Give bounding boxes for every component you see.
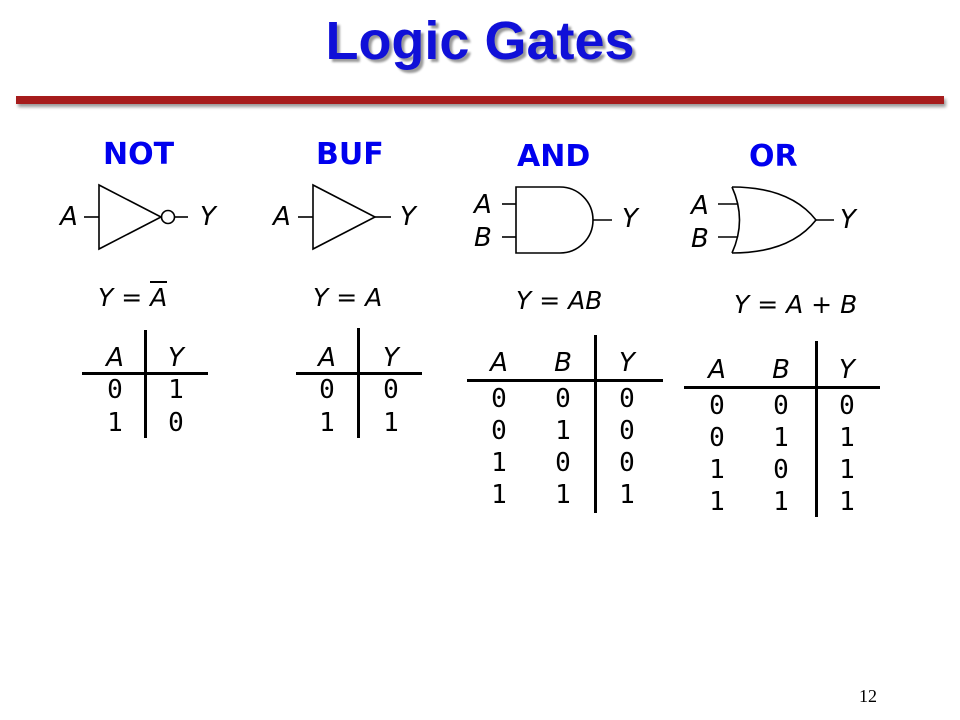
table-header: B: [772, 355, 790, 385]
not-output-label: Y: [200, 202, 216, 232]
table-cell: 1: [619, 480, 635, 510]
and-gate-symbol: [502, 186, 612, 254]
table-cell: 1: [555, 416, 571, 446]
title-divider: [16, 96, 944, 104]
table-rule: [467, 379, 663, 382]
and-equation: Y = AB: [516, 288, 602, 313]
and-input-a-label: A: [474, 190, 492, 220]
table-cell: 0: [555, 448, 571, 478]
buf-equation: Y = A: [313, 285, 382, 310]
table-header: Y: [839, 355, 855, 385]
table-cell: 0: [709, 423, 725, 453]
slide-title: Logic Gates: [325, 11, 635, 71]
table-rule: [144, 330, 147, 438]
table-header: A: [490, 348, 508, 378]
page-number: 12: [859, 686, 877, 706]
or-gate-name: OR: [749, 139, 798, 174]
table-header: B: [554, 348, 572, 378]
table-cell: 1: [168, 375, 184, 405]
table-cell: 0: [619, 384, 635, 414]
or-gate-symbol: [718, 186, 834, 254]
table-cell: 0: [168, 408, 184, 438]
table-cell: 0: [619, 448, 635, 478]
or-output-label: Y: [840, 205, 856, 235]
table-cell: 0: [839, 391, 855, 421]
table-cell: 0: [319, 375, 335, 405]
buf-output-label: Y: [400, 202, 416, 232]
or-equation-rhs: A + B: [786, 290, 858, 319]
table-header: A: [708, 355, 726, 385]
table-cell: 1: [773, 423, 789, 453]
table-rule: [594, 335, 597, 513]
not-gate-symbol: [84, 183, 188, 251]
table-rule: [357, 328, 360, 438]
table-cell: 1: [839, 423, 855, 453]
table-cell: 1: [709, 455, 725, 485]
not-gate-name: NOT: [103, 137, 175, 172]
table-cell: 1: [839, 487, 855, 517]
table-cell: 0: [491, 384, 507, 414]
not-input-label: A: [60, 202, 78, 232]
buf-input-label: A: [273, 202, 291, 232]
not-equation-lhs: Y =: [98, 283, 151, 312]
or-input-b-label: B: [691, 224, 709, 254]
table-cell: 1: [555, 480, 571, 510]
table-rule: [684, 386, 880, 389]
table-cell: 1: [839, 455, 855, 485]
table-cell: 1: [709, 487, 725, 517]
and-equation-lhs: Y =: [516, 286, 569, 315]
table-cell: 0: [555, 384, 571, 414]
table-cell: 1: [491, 480, 507, 510]
table-cell: 0: [383, 375, 399, 405]
or-equation: Y = A + B: [734, 292, 857, 317]
buf-gate-name: BUF: [316, 137, 384, 172]
table-header: A: [318, 343, 336, 373]
table-cell: 0: [709, 391, 725, 421]
and-output-label: Y: [622, 204, 638, 234]
table-header: A: [106, 343, 124, 373]
and-equation-rhs: AB: [568, 286, 603, 315]
buf-gate-symbol: [298, 183, 391, 251]
table-cell: 0: [773, 455, 789, 485]
buf-equation-lhs: Y =: [313, 283, 366, 312]
table-cell: 0: [773, 391, 789, 421]
and-gate-name: AND: [517, 139, 591, 174]
and-input-b-label: B: [474, 223, 492, 253]
or-equation-lhs: Y =: [734, 290, 787, 319]
table-header: Y: [619, 348, 635, 378]
not-equation-rhs: A: [150, 281, 168, 312]
not-equation: Y = A: [98, 281, 168, 312]
table-header: Y: [383, 343, 399, 373]
buf-equation-rhs: A: [365, 283, 383, 312]
table-cell: 1: [319, 408, 335, 438]
table-cell: 0: [619, 416, 635, 446]
table-cell: 0: [491, 416, 507, 446]
table-rule: [815, 341, 818, 517]
table-cell: 1: [383, 408, 399, 438]
table-cell: 1: [107, 408, 123, 438]
table-cell: 0: [107, 375, 123, 405]
table-header: Y: [168, 343, 184, 373]
or-input-a-label: A: [691, 191, 709, 221]
table-cell: 1: [491, 448, 507, 478]
table-cell: 1: [773, 487, 789, 517]
